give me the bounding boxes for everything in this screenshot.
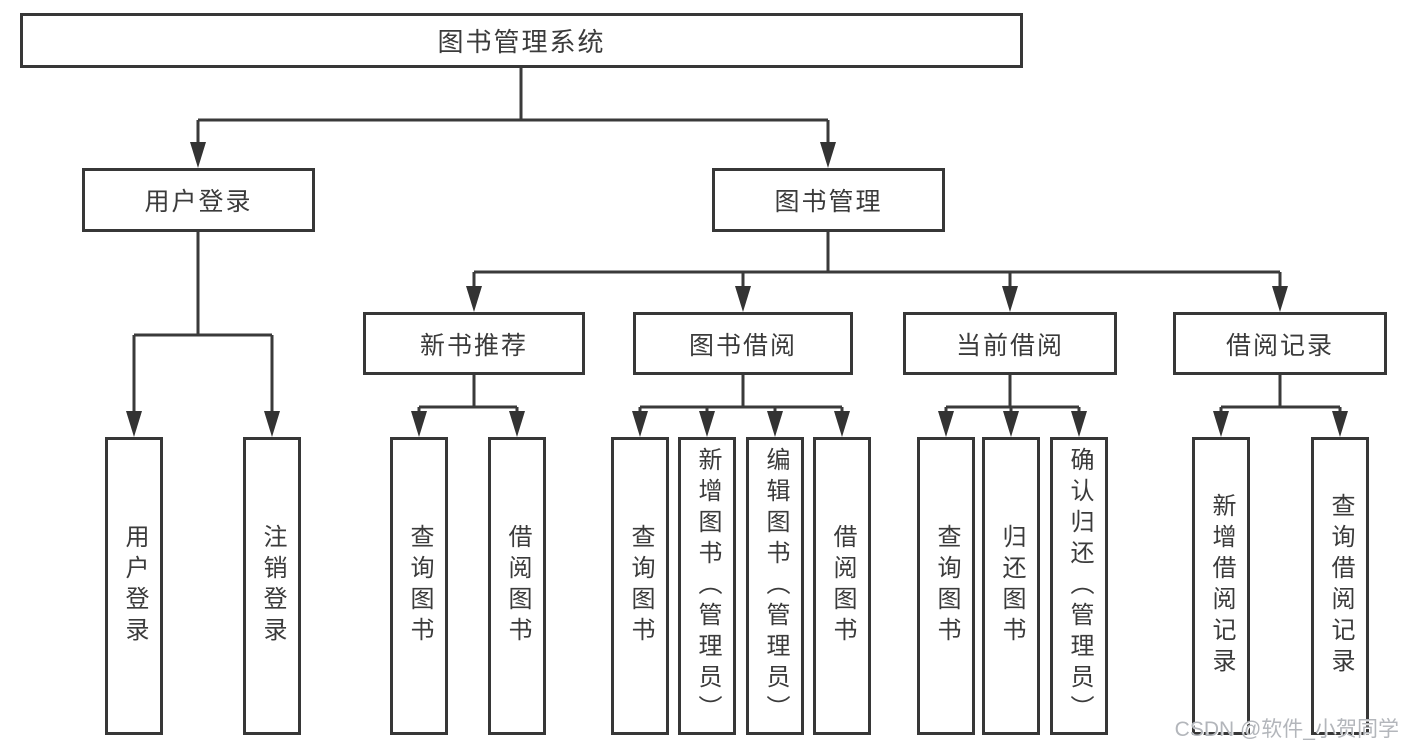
leaf-query-borrow-record: 查询借阅记录 xyxy=(1311,437,1369,735)
leaf-label: 查询图书 xyxy=(627,524,654,648)
leaf-return-book: 归还图书 xyxy=(982,437,1040,735)
leaf-query-books-current: 查询图书 xyxy=(917,437,975,735)
node-label: 当前借阅 xyxy=(955,331,1064,360)
node-label: 图书借阅 xyxy=(688,331,797,360)
leaf-add-book-admin: 新增图书（管理员） xyxy=(678,437,736,735)
leaf-label: 用户登录 xyxy=(121,524,148,648)
leaf-user-login: 用户登录 xyxy=(105,437,163,735)
node-label: 新书推荐 xyxy=(419,331,528,360)
leaf-borrow-books-recommend: 借阅图书 xyxy=(488,437,546,735)
node-label: 图书管理系统 xyxy=(437,27,606,57)
leaf-confirm-return-admin: 确认归还（管理员） xyxy=(1050,437,1108,735)
leaf-query-books-borrow: 查询图书 xyxy=(611,437,669,735)
leaf-edit-book-admin: 编辑图书（管理员） xyxy=(746,437,804,735)
leaf-label: 注销登录 xyxy=(259,524,286,648)
leaf-label: 查询图书 xyxy=(406,524,433,648)
leaf-label: 编辑图书（管理员） xyxy=(762,446,789,726)
leaf-add-borrow-record: 新增借阅记录 xyxy=(1192,437,1250,735)
node-book-management: 图书管理 xyxy=(712,168,945,232)
leaf-label: 查询借阅记录 xyxy=(1327,493,1354,679)
node-label: 用户登录 xyxy=(144,188,253,216)
node-borrow-records: 借阅记录 xyxy=(1173,312,1387,375)
leaf-label: 新增借阅记录 xyxy=(1208,493,1235,679)
leaf-query-books-recommend: 查询图书 xyxy=(390,437,448,735)
leaf-label: 确认归还（管理员） xyxy=(1066,446,1093,726)
leaf-label: 归还图书 xyxy=(998,524,1025,648)
leaf-borrow-books: 借阅图书 xyxy=(813,437,871,735)
node-new-book-recommend: 新书推荐 xyxy=(363,312,585,375)
watermark: CSDN @软件_小贺同学 xyxy=(1174,718,1399,741)
node-current-borrow: 当前借阅 xyxy=(903,312,1117,375)
leaf-label: 借阅图书 xyxy=(829,524,856,648)
leaf-label: 查询图书 xyxy=(933,524,960,648)
node-library-management-system: 图书管理系统 xyxy=(20,13,1023,68)
node-label: 借阅记录 xyxy=(1225,331,1334,360)
leaf-logout: 注销登录 xyxy=(243,437,301,735)
node-label: 图书管理 xyxy=(774,188,883,216)
leaf-label: 借阅图书 xyxy=(504,524,531,648)
node-book-borrow: 图书借阅 xyxy=(633,312,853,375)
leaf-label: 新增图书（管理员） xyxy=(694,446,721,726)
node-user-login: 用户登录 xyxy=(82,168,315,232)
